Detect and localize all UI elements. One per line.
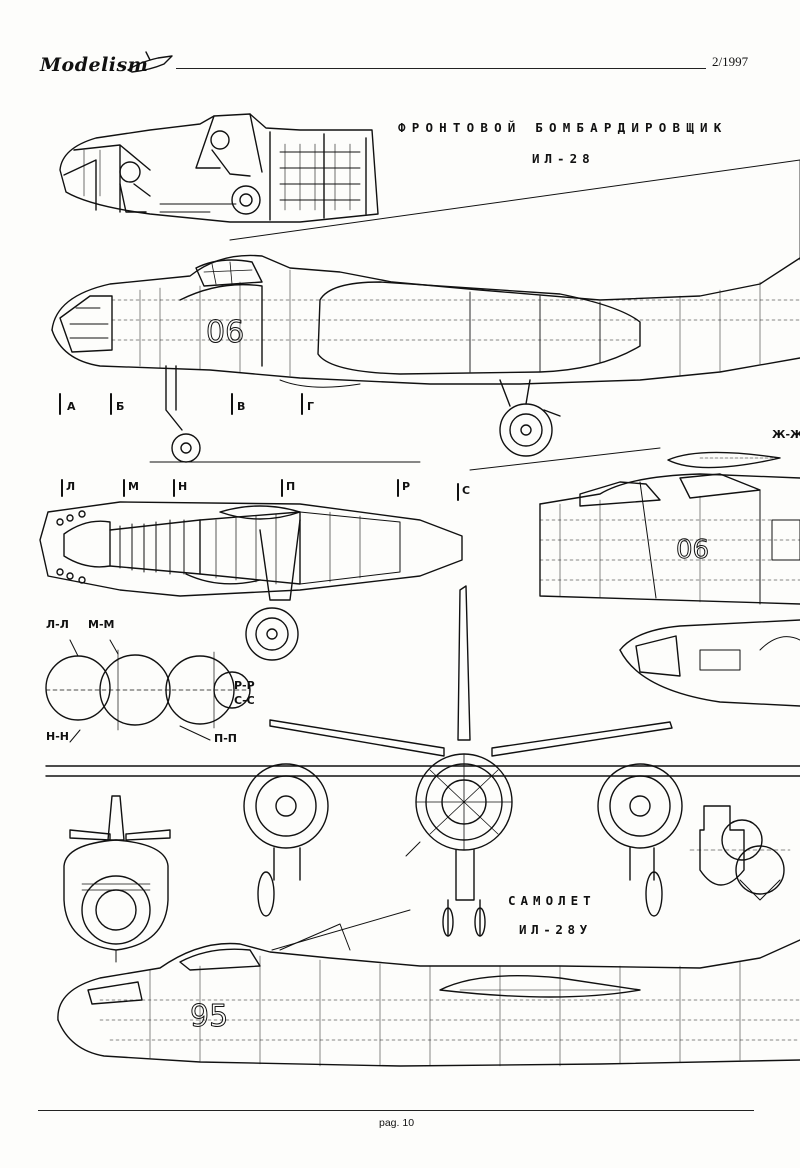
trainer-side-view [57, 909, 800, 1067]
variant-name-title: ИЛ-28У [519, 922, 592, 937]
side-view-section-marks [59, 393, 303, 415]
variant-prefix-title: САМОЛЕТ [508, 893, 596, 908]
footer-rule [38, 1110, 754, 1111]
cross-section-label-nn: Н-Н [46, 730, 69, 743]
front-view-drawing [45, 585, 800, 937]
nose-cutaway-drawing [59, 113, 379, 223]
trainer-number-marking: 95 [190, 999, 228, 1034]
trainer-cockpit-partial [539, 473, 800, 707]
section-mark-m: М [128, 480, 139, 493]
cross-section-label-ss: С-С [234, 694, 255, 707]
section-mark-a: А [67, 400, 76, 413]
header-rule [176, 68, 706, 69]
page-number: pag. 10 [379, 1117, 415, 1129]
section-mark-b: Б [116, 400, 124, 413]
logo-plane-icon [127, 51, 173, 73]
aircraft-name-title: ИЛ-28 [532, 151, 595, 166]
section-mark-g: Г [307, 400, 314, 413]
magazine-logo: Modelism [40, 54, 149, 76]
bomber-number-marking: 06 [206, 315, 244, 350]
section-mark-s: С [462, 484, 470, 497]
nacelle-number-marking: 06 [676, 535, 709, 565]
section-mark-r: Р [402, 480, 410, 493]
cross-section-label-mm: М-М [88, 618, 114, 631]
small-front-view [63, 795, 171, 963]
nacelle-section-marks [61, 479, 459, 501]
aircraft-type-title: ФРОНТОВОЙ БОМБАРДИРОВЩИК [398, 120, 728, 135]
section-mark-n: Н [178, 480, 187, 493]
bomber-side-view [51, 159, 800, 471]
section-mark-l: Л [66, 480, 75, 493]
cross-sections-drawing [45, 639, 251, 743]
section-mark-zh: Ж-Ж [772, 428, 800, 441]
cross-section-label-ll: Л-Л [46, 618, 69, 631]
gear-cross-section [689, 805, 791, 901]
section-mark-p: П [286, 480, 295, 493]
cross-section-label-rr: Р-Р [234, 679, 255, 692]
issue-number: 2/1997 [712, 54, 749, 69]
section-mark-v: В [237, 400, 245, 413]
nacelle-cutaway-drawing [39, 501, 463, 661]
cross-section-label-pp: П-П [214, 732, 237, 745]
